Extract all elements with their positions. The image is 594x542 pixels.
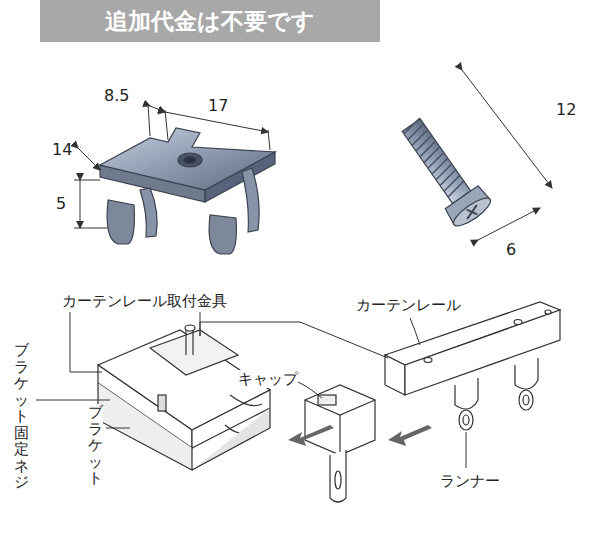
screw-thread [402, 118, 422, 134]
screw-thread [422, 147, 442, 163]
cap [305, 385, 375, 502]
dimension-text: 14 [52, 140, 72, 159]
direction-arrow [288, 425, 432, 446]
banner-text: 追加代金は不要です [105, 6, 315, 37]
screw-thread [406, 124, 426, 140]
screw-thread [434, 164, 454, 180]
screw-thread [446, 181, 466, 197]
screw-thread [426, 152, 446, 168]
part-label: ブラケット [88, 404, 103, 487]
screw-thread [438, 170, 458, 186]
fitting-part [100, 128, 275, 254]
dimension-text: 8.5 [104, 86, 129, 105]
bracket [98, 325, 270, 470]
part-label: ランナー [440, 472, 500, 490]
screw-thread [410, 130, 430, 146]
screw-thread [418, 141, 438, 157]
screw-thread [442, 175, 462, 191]
dimension-text: 12 [556, 100, 576, 119]
screw-thread [430, 158, 450, 174]
screw [393, 112, 494, 231]
screw-thread [414, 135, 434, 151]
dimension-line [74, 104, 270, 228]
dimension-text: 6 [506, 240, 516, 259]
part-label: キャップ [238, 370, 298, 388]
dimension-text: 17 [208, 96, 228, 115]
leader-line [200, 322, 388, 358]
part-label: カーテンレール取付金具 [62, 292, 227, 310]
dimension-line [462, 70, 552, 240]
banner-band: 追加代金は不要です [40, 0, 380, 42]
dimension-text: 5 [56, 194, 66, 213]
part-label: ブラケット固定ネジ [14, 342, 29, 491]
rail [385, 302, 560, 430]
part-label: カーテンレール [356, 296, 461, 314]
